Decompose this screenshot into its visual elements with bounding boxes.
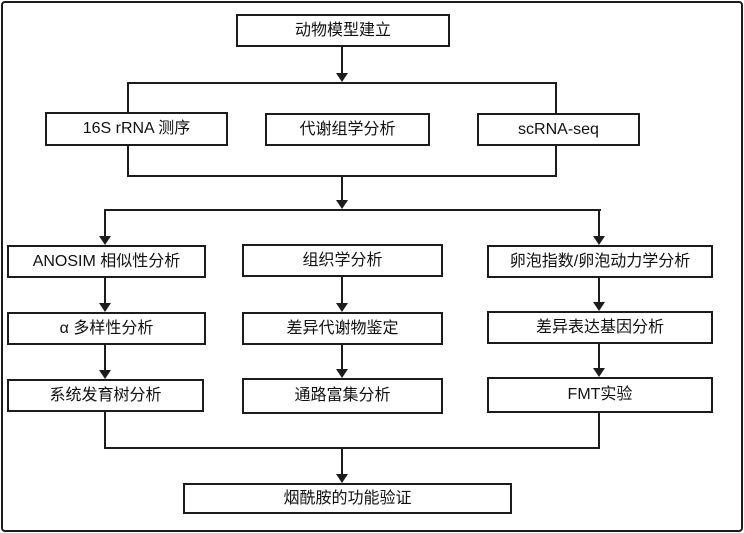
arrowhead-metabolites-to-pathway: [336, 369, 348, 378]
node-metabolomics-analysis: 代谢组学分析: [265, 113, 430, 146]
node-animal-model: 动物模型建立: [236, 14, 450, 47]
node-differential-metabolites: 差异代谢物鉴定: [242, 312, 443, 345]
arrowhead-anosim-to-alpha: [99, 303, 111, 312]
arrowhead-model-to-omics: [336, 73, 348, 82]
arrowhead-merge-to-final: [336, 474, 348, 483]
connector-branch-horizontal: [104, 209, 601, 211]
connector-omics-to-branch: [341, 177, 343, 202]
connector-model-to-omics: [341, 47, 343, 74]
node-alpha-diversity: α 多样性分析: [7, 312, 206, 345]
connector-merge-horizontal: [104, 447, 600, 449]
connector-follicle-to-deg: [598, 278, 600, 303]
node-anosim-similarity: ANOSIM 相似性分析: [7, 245, 206, 278]
node-16s-rrna-sequencing: 16S rRNA 测序: [45, 112, 228, 146]
connector-merge-to-final: [341, 449, 343, 474]
node-fmt-experiment: FMT实验: [487, 377, 713, 413]
connector-anosim-to-alpha: [104, 278, 106, 304]
arrowhead-deg-to-fmt: [593, 368, 605, 377]
node-follicle-index-dynamics: 卵泡指数/卵泡动力学分析: [487, 245, 713, 278]
node-differential-gene-expression: 差异表达基因分析: [487, 311, 713, 344]
node-scrna-seq: scRNA-seq: [477, 113, 640, 146]
connector-branch-right: [598, 209, 600, 237]
connector-deg-to-fmt: [598, 344, 600, 369]
connector-alpha-to-phylo: [104, 345, 106, 371]
node-niacinamide-validation: 烟酰胺的功能验证: [183, 483, 512, 514]
node-pathway-enrichment: 通路富集分析: [242, 378, 443, 414]
connector-phylo-to-merge: [104, 412, 106, 449]
connector-histology-to-metabolites: [341, 277, 343, 304]
node-phylogenetic-tree: 系统发育树分析: [7, 379, 204, 412]
connector-metabolites-to-pathway: [341, 345, 343, 370]
connector-fmt-to-merge: [598, 413, 600, 449]
arrowhead-follicle-to-deg: [593, 302, 605, 311]
arrowhead-omics-to-branch: [336, 200, 348, 209]
connector-branch-left: [104, 209, 106, 237]
node-histology-analysis: 组织学分析: [242, 244, 443, 277]
arrowhead-branch-left: [99, 236, 111, 245]
arrowhead-histology-to-metabolites: [336, 303, 348, 312]
arrowhead-branch-right: [593, 236, 605, 245]
arrowhead-alpha-to-phylo: [99, 370, 111, 379]
